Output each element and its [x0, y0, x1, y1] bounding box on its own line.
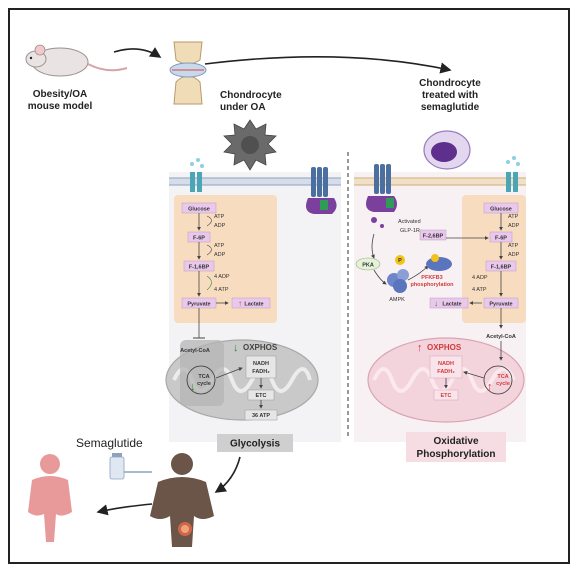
glycolysis-footer: [217, 434, 293, 452]
left-adp1: ADP: [214, 223, 226, 229]
arrow-knee-to-treated: [204, 55, 452, 74]
right-lactate-box: [429, 297, 469, 309]
left-lactate-label: Lactate: [244, 302, 263, 308]
chondro-oa-line1: Chondrocyte: [220, 90, 282, 101]
left-tca-label1: TCA: [198, 374, 209, 380]
oxphos-footer-line1: Oxidative: [433, 436, 478, 447]
right-tca-cycle: [483, 365, 513, 395]
right-tca-label2: cycle: [496, 381, 510, 387]
tca-down-arrow: ↓: [190, 381, 196, 393]
left-f6p-label: F-6P: [193, 236, 205, 242]
f26bp-box: [419, 229, 447, 241]
pka-node: [355, 257, 381, 271]
left-atp1: ATP: [214, 214, 225, 220]
oxphos-footer: [406, 432, 506, 462]
left-etc: ETC: [256, 393, 267, 399]
activated-label: Activated: [398, 219, 421, 225]
right-4atp: 4 ATP: [472, 287, 487, 293]
left-4atp: 4 ATP: [214, 287, 229, 293]
left-f16bp-label: F-1,6BP: [189, 265, 210, 271]
oxphos-footer-line2: Phosphorylation: [417, 449, 496, 460]
right-lactate-label: Lactate: [442, 302, 461, 308]
right-tca-label1: TCA: [497, 374, 508, 380]
figure-frame: Obesity/OA mouse model Chondrocyte under…: [8, 8, 570, 564]
left-tca-cycle: [186, 365, 216, 395]
pka-label: PKA: [362, 263, 374, 269]
left-pyruvate-label: Pyruvate: [187, 302, 210, 308]
knee-joint-icon: [169, 41, 207, 105]
glp1r-receptor-icon: [306, 167, 337, 214]
right-oxphos-label: OXPHOS: [427, 343, 462, 352]
mouse-icon: [25, 44, 128, 77]
right-tca-up-arrow: ↑: [487, 381, 493, 393]
right-lactate-down-arrow: ↓: [434, 299, 438, 308]
ampk-icon: [387, 269, 409, 293]
right-membrane: [354, 178, 526, 185]
chondro-sema-line3: semaglutide: [421, 102, 480, 113]
oa-person-icon: [150, 453, 214, 547]
right-nadh: NADH: [438, 361, 454, 367]
left-nadh: NADH: [253, 361, 269, 367]
right-glucose-transporter-icon: [506, 156, 520, 192]
glp1r-label: GLP-1R: [400, 228, 420, 234]
chondro-oa-line2: under OA: [220, 102, 266, 113]
syringe-icon: [109, 453, 152, 480]
right-f6p-label: F-6P: [495, 236, 507, 242]
right-f16bp-label: F-1,6BP: [491, 265, 512, 271]
chondro-sema-line1: Chondrocyte: [419, 78, 481, 89]
left-4adp: 4 ADP: [214, 274, 230, 280]
right-etc: ETC: [441, 393, 452, 399]
right-adp1: ADP: [508, 223, 520, 229]
chondro-sema-line2: treated with: [422, 90, 478, 101]
left-acetyl-coa: Acetyl-CoA: [180, 348, 210, 354]
right-pyruvate-label: Pyruvate: [489, 302, 512, 308]
activated-glp1r-icon: [366, 164, 397, 228]
left-lactate-box: [231, 297, 271, 309]
right-glucose-label: Glucose: [490, 207, 512, 213]
glycolysis-footer-label: Glycolysis: [230, 439, 280, 450]
treated-chondrocyte-icon: [423, 130, 471, 170]
right-adp2: ADP: [508, 252, 520, 258]
right-atp1: ATP: [508, 214, 519, 220]
right-etc-box: [433, 389, 459, 401]
left-fadh: FADH₂: [252, 369, 270, 375]
left-adp2: ADP: [214, 252, 226, 258]
model-label-line1: Obesity/OA: [33, 89, 87, 100]
left-atp2: ATP: [214, 243, 225, 249]
f26bp-label: F-2,6BP: [423, 234, 444, 240]
left-36atp-box: [244, 409, 278, 421]
right-acetyl-coa: Acetyl-CoA: [486, 334, 516, 340]
lactate-up-arrow: ↑: [238, 299, 242, 308]
semaglutide-label: Semaglutide: [76, 436, 143, 450]
oxphos-down-arrow: ↓: [233, 342, 239, 354]
phospho-p-label: P: [398, 258, 402, 264]
graphical-abstract: Obesity/OA mouse model Chondrocyte under…: [25, 41, 526, 547]
left-membrane: [169, 178, 341, 185]
arrow-mouse-to-knee: [113, 47, 162, 58]
ampk-label: AMPK: [389, 297, 405, 303]
right-oxphos-up-arrow: ↑: [417, 342, 423, 354]
pfkfb3-phos-label: phosphorylation: [410, 282, 454, 288]
healthy-person-icon: [28, 454, 72, 542]
arrow-treatment: [96, 503, 153, 516]
oa-chondrocyte-icon: [223, 119, 277, 171]
right-fadh: FADH₂: [437, 369, 455, 375]
left-tca-label2: cycle: [197, 381, 211, 387]
left-mitochondrion: [165, 339, 319, 421]
right-4adp: 4 ADP: [472, 275, 488, 281]
arrow-to-oa-person: [214, 456, 241, 493]
model-label-line2: mouse model: [28, 101, 93, 112]
right-glycolysis-box: [462, 195, 526, 323]
left-glucose-label: Glucose: [188, 207, 210, 213]
left-36atp: 36 ATP: [252, 413, 270, 419]
pfkfb3-icon: [426, 254, 452, 271]
glucose-transporter-icon: [190, 158, 204, 192]
phospho-p-icon: [395, 255, 405, 265]
right-atp2: ATP: [508, 243, 519, 249]
left-oxphos-label: OXPHOS: [243, 343, 278, 352]
pfkfb3-label: PFKFB3: [421, 275, 442, 281]
